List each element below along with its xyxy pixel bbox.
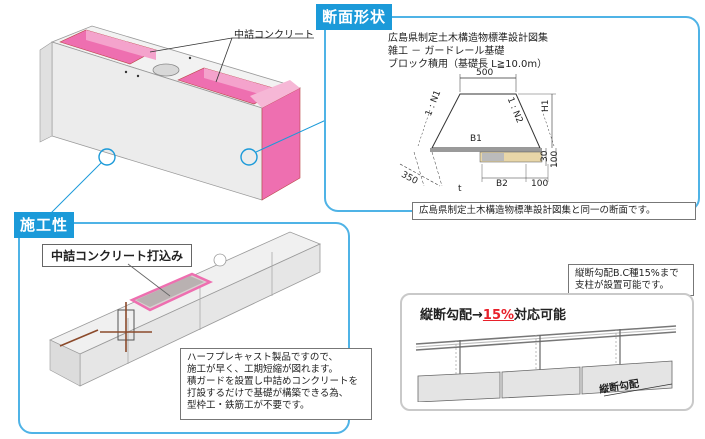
construction-note-line: 型枠工・鉄筋工が不要です。 [187, 400, 310, 411]
slope-title: 縦断勾配→15%対応可能 [420, 304, 566, 323]
section-title-line: 広島県制定土木構造物標準設計図集 [388, 33, 548, 44]
infill-concrete-label: 中詰コンクリート [234, 30, 314, 41]
slope-callout-line: 縦断勾配B.C種15%まで [575, 268, 679, 279]
slope-title-suffix: 対応可能 [514, 308, 567, 323]
end-face-pink [261, 87, 301, 201]
slope-callout: 縦断勾配B.C種15%まで 支柱が設置可能です。 [568, 264, 694, 296]
dim-top-width: 500 [476, 68, 494, 78]
section-note-text: 広島県制定土木構造物標準設計図集と同一の断面です。 [419, 205, 656, 216]
section-tag: 断面形状 [316, 4, 393, 30]
center-hole [152, 63, 180, 77]
precast-block-illustration [39, 25, 327, 215]
slope-title-value: 15% [482, 308, 515, 323]
construction-illustration [49, 231, 322, 387]
dim-t: t [458, 184, 462, 194]
construction-note-line: 施工が早く、工期短縮が図れます。 [187, 364, 339, 375]
construction-tag: 施工性 [14, 212, 75, 238]
section-title: 広島県制定土木構造物標準設計図集 雑工 － ガードレール基礎 ブロック積用（基礎… [388, 32, 548, 71]
construction-note-line: 積ガードを設置し中詰めコンクリートを [187, 376, 359, 387]
dim-100-horizontal: 100 [531, 179, 549, 189]
slope-callout-line: 支柱が設置可能です。 [575, 280, 670, 291]
pour-label-text: 中詰コンクリート打込み [51, 249, 184, 263]
section-note: 広島県制定土木構造物標準設計図集と同一の断面です。 [412, 202, 696, 220]
dim-b1: B1 [470, 134, 482, 144]
pour-leader-line [127, 263, 171, 297]
detail-circle-right [240, 148, 258, 166]
pour-label: 中詰コンクリート打込み [42, 244, 193, 267]
section-title-line: 雑工 － ガードレール基礎 [388, 46, 505, 57]
dim-h1: H1 [541, 99, 551, 113]
dim-100-vertical: 100 [550, 150, 560, 168]
section-title-line: ブロック積用（基礎長 L≧10.0m） [388, 59, 548, 70]
construction-note-line: 打設するだけで基礎が構築できる為、 [187, 388, 349, 399]
dim-30: 30 [540, 150, 550, 162]
slope-title-prefix: 縦断勾配→ [420, 308, 483, 323]
cross-section-drawing [399, 74, 557, 187]
detail-circle-left [98, 148, 116, 166]
construction-note-line: ハーフプレキャスト製品ですので、 [187, 352, 339, 363]
slope-illustration [415, 325, 677, 402]
dim-b2: B2 [496, 179, 508, 189]
construction-note: ハーフプレキャスト製品ですので、 施工が早く、工期短縮が図れます。 積ガードを設… [180, 348, 372, 420]
